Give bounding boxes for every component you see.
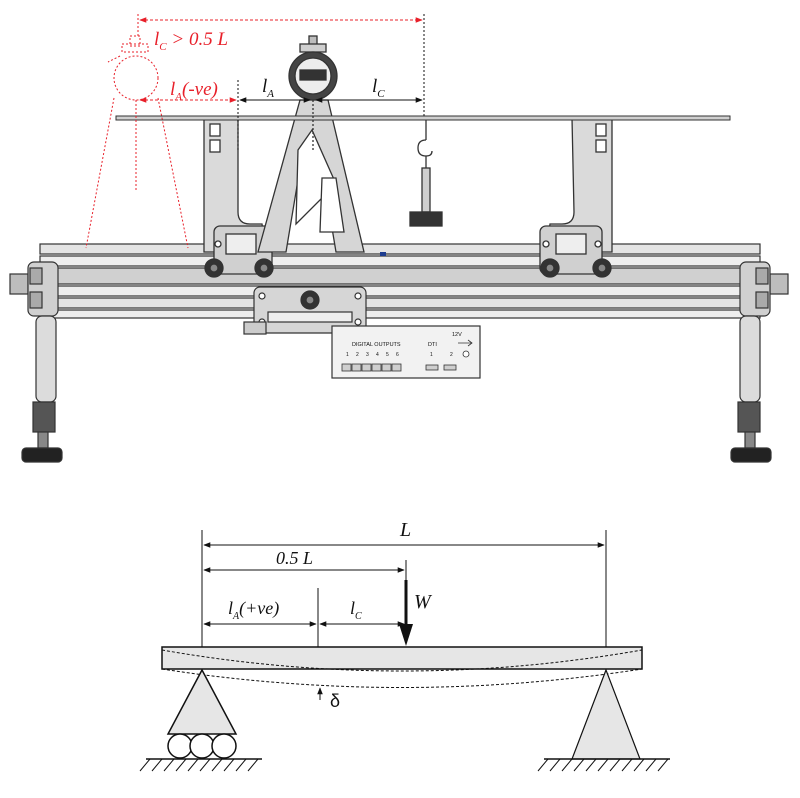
lc-label: lC: [372, 76, 385, 100]
load-label: W: [414, 591, 433, 613]
panel-dti-2: 2: [450, 352, 453, 358]
half-span-label: 0.5 L: [276, 548, 313, 568]
right-leg: [730, 315, 772, 463]
lc-beam-label: lC: [350, 598, 362, 622]
beam-diagram: L 0.5 L lA(+ve) lC W δ: [139, 519, 670, 772]
left-ground-hatch: [139, 758, 259, 772]
left-end-block: [9, 261, 59, 317]
rail-base: [39, 309, 761, 319]
panel-channel-6: 6: [396, 352, 399, 358]
deflected-shape-upper: [161, 649, 643, 672]
la-label: lA: [262, 76, 274, 100]
panel-12v: 12V: [452, 332, 462, 338]
left-roller-support: [139, 668, 262, 772]
rail-bottom: [39, 297, 761, 309]
red-annotations: lC > 0.5 L lA(-ve): [85, 14, 425, 249]
deflection-label: δ: [330, 691, 340, 711]
load-arrow-head: [399, 624, 413, 646]
span-label: L: [399, 519, 411, 541]
rail-middle: [39, 267, 761, 285]
panel-channel-5: 5: [386, 352, 389, 358]
ghost-dial-gauge: [85, 35, 189, 249]
panel-dti-1: 1: [430, 352, 433, 358]
left-leg: [21, 315, 63, 463]
panel-channel-2: 2: [356, 352, 359, 358]
rail-assembly: [39, 243, 761, 319]
rail-upper: [39, 255, 761, 267]
panel-digital-outputs: DIGITAL OUTPUTS: [352, 342, 401, 348]
panel-channel-1: 1: [346, 352, 349, 358]
rail-lower: [39, 285, 761, 297]
right-ground-hatch: [537, 758, 669, 772]
panel-channel-4: 4: [376, 352, 379, 358]
beam: [161, 646, 643, 670]
usb-icon: [458, 339, 473, 347]
deflected-shape-lower: [161, 668, 643, 688]
load-hanger: [409, 120, 443, 227]
panel-dti: DTI: [428, 342, 437, 348]
test-beam: [115, 115, 731, 121]
center-carriage: [243, 286, 367, 335]
dial-gauge: [288, 35, 338, 152]
lc-gt-half-label: lC > 0.5 L: [154, 29, 228, 53]
apparatus: 12V DIGITAL OUTPUTS DTI 1 2 3 4 5 6 1 2: [9, 14, 789, 463]
panel-channel-3: 3: [366, 352, 369, 358]
la-pos-label: lA(+ve): [228, 598, 279, 622]
la-neg-label: lA(-ve): [170, 79, 218, 103]
indicator-mark: [380, 252, 386, 256]
dial-gauge-stand: [257, 99, 365, 253]
rail-top: [39, 243, 761, 255]
right-end-block: [739, 261, 789, 317]
right-support-frame: [539, 117, 613, 278]
panel-ports: [341, 350, 470, 372]
output-panel: 12V DIGITAL OUTPUTS DTI 1 2 3 4 5 6 1 2: [331, 325, 481, 379]
right-pin-support: [537, 668, 670, 772]
